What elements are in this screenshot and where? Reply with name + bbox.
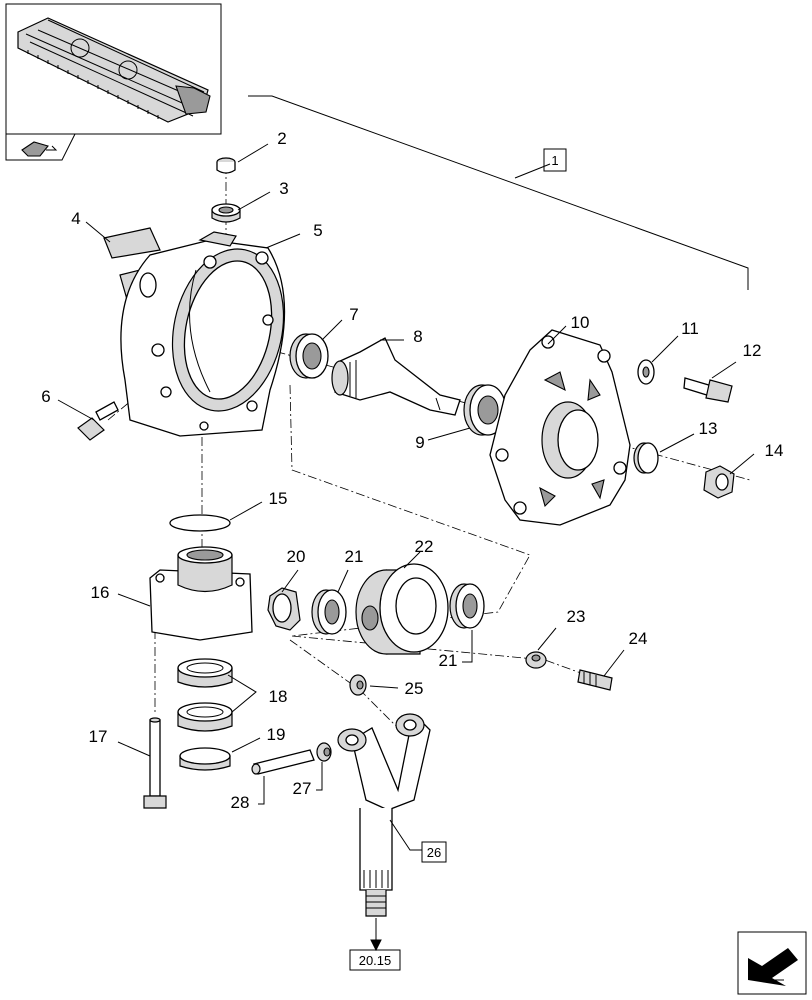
part-26-fork-shaft[interactable] (337, 713, 431, 917)
callout-18: 18 (269, 687, 288, 706)
part-4-label[interactable] (103, 227, 161, 259)
part-20-nut[interactable] (267, 587, 301, 631)
part-14-nut[interactable] (703, 465, 735, 499)
callout-8: 8 (413, 327, 422, 346)
reference-label: 20.15 (359, 953, 392, 968)
callout-4: 4 (71, 209, 80, 228)
part-6-bolt[interactable] (77, 401, 119, 441)
navigation-arrow-icon[interactable] (737, 931, 807, 995)
callout-6: 6 (41, 387, 50, 406)
part-16-bearing-housing[interactable] (149, 546, 253, 641)
callout-28: 28 (231, 793, 250, 812)
part-8-pinion-shaft[interactable] (331, 337, 461, 416)
callout-10: 10 (571, 313, 590, 332)
part-13-ring[interactable] (633, 442, 659, 474)
part-10-flange[interactable] (489, 329, 631, 526)
callout-27: 27 (293, 779, 312, 798)
part-9-bearing[interactable] (463, 384, 507, 436)
part-12-bolt[interactable] (683, 377, 733, 403)
part-21-bearing-right[interactable] (449, 583, 485, 629)
callout-24: 24 (629, 629, 648, 648)
part-22-eccentric-hub[interactable] (355, 563, 449, 655)
reference-20-15[interactable]: 20.15 (349, 918, 401, 971)
part-21-bearing-left[interactable] (311, 589, 347, 635)
part-3-breather[interactable] (211, 203, 241, 223)
callout-13: 13 (699, 419, 718, 438)
callout-17: 17 (89, 727, 108, 746)
return-arrow-icon[interactable] (21, 141, 58, 157)
callout-11: 11 (681, 319, 699, 338)
callout-12: 12 (743, 341, 762, 360)
part-7-bearing[interactable] (289, 333, 329, 379)
part-27-bushing[interactable] (316, 742, 332, 762)
part-5-gearbox-housing[interactable] (119, 231, 298, 437)
header-machine-thumbnail[interactable] (5, 3, 222, 161)
callout-21b: 21 (439, 651, 458, 670)
part-23-nut[interactable] (525, 651, 547, 669)
callout-2: 2 (277, 129, 286, 148)
callout-16: 16 (91, 583, 110, 602)
part-17-long-bolt[interactable] (143, 717, 167, 809)
callout-26: 26 (427, 845, 441, 860)
callout-15: 15 (269, 489, 288, 508)
part-15-o-ring[interactable] (169, 514, 231, 532)
callout-3: 3 (279, 179, 288, 198)
part-18-needle-bearings[interactable] (177, 658, 233, 732)
callout-21a: 21 (345, 547, 364, 566)
callout-25: 25 (405, 679, 424, 698)
leader-lines (57, 143, 755, 851)
callout-14: 14 (765, 441, 784, 460)
part-25-washer[interactable] (349, 674, 367, 696)
callout-23: 23 (567, 607, 586, 626)
part-28-pin[interactable] (251, 749, 315, 775)
callout-5: 5 (313, 221, 322, 240)
part-24-grub-screw[interactable] (577, 669, 613, 691)
part-2-plug[interactable] (216, 157, 236, 174)
callout-1: 1 (551, 153, 558, 168)
callout-19: 19 (267, 725, 286, 744)
callout-20: 20 (287, 547, 306, 566)
part-19-ring[interactable] (179, 747, 231, 771)
callout-9: 9 (415, 433, 424, 452)
part-11-washer[interactable] (637, 359, 655, 385)
callout-7: 7 (349, 305, 358, 324)
callout-22: 22 (415, 537, 434, 556)
